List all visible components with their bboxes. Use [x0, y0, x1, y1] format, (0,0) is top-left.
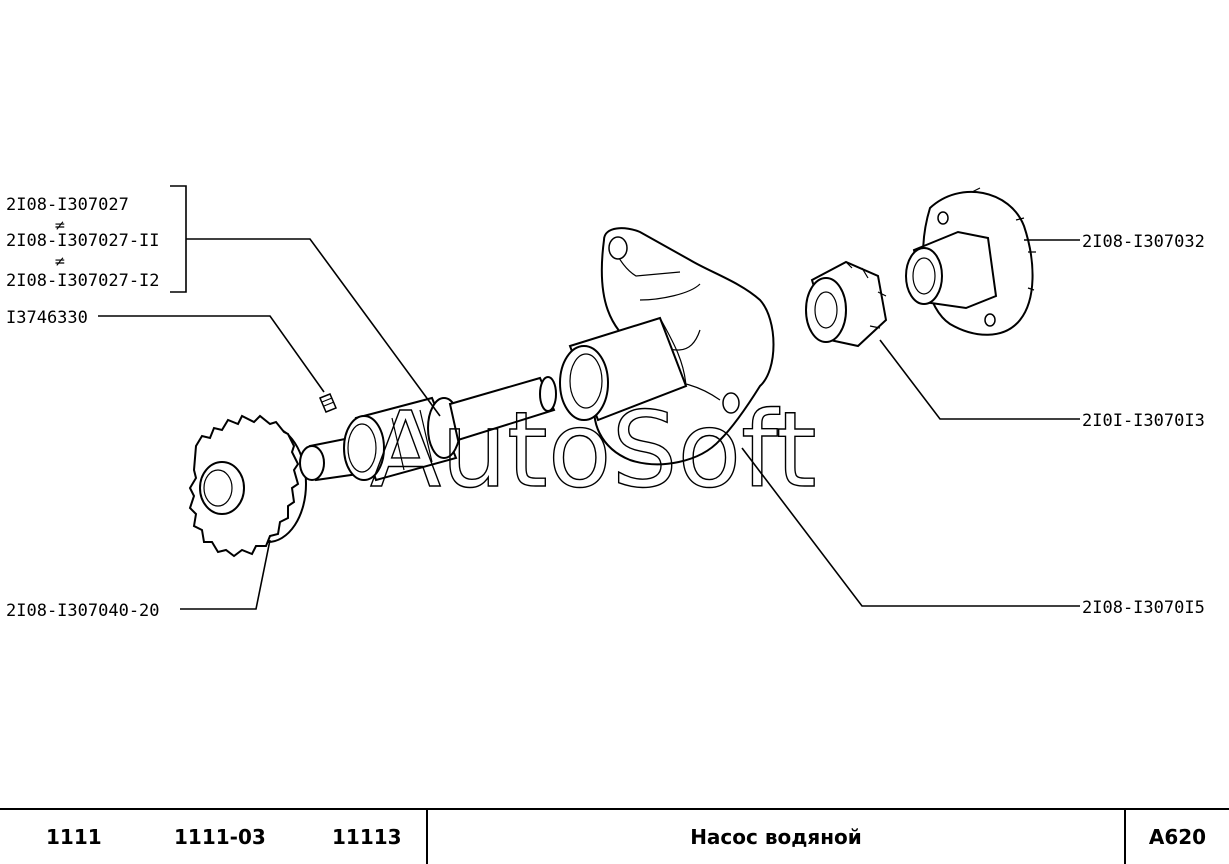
label-shaft-bearing-alt1: 2I08-I307027-II — [6, 231, 160, 251]
leader-lines — [98, 185, 1080, 610]
label-housing: 2I08-I3070I5 — [1082, 598, 1205, 618]
label-shaft-bearing: 2I08-I307027 — [6, 195, 129, 215]
shaft-bearing-part — [299, 376, 557, 482]
model-list: 1111 1111-03 11113 — [0, 810, 428, 864]
model-code: 1111-03 — [174, 825, 266, 849]
lock-screw-part — [319, 393, 337, 413]
neq-symbol: ≠ — [54, 218, 66, 234]
cover-part — [905, 187, 1036, 336]
leader-gear — [180, 539, 271, 610]
gear-part — [188, 414, 307, 558]
neq-symbol: ≠ — [54, 254, 66, 270]
label-cover: 2I08-I307032 — [1082, 232, 1205, 252]
model-code: 1111 — [46, 825, 102, 849]
title-block: 1111 1111-03 11113 Насос водяной А620 — [0, 808, 1229, 864]
bushing-part — [805, 260, 888, 348]
label-lock-screw: I3746330 — [6, 308, 88, 328]
diagram-code: А620 — [1148, 825, 1207, 849]
leader-housing — [741, 447, 1080, 607]
leader-lock-screw — [98, 315, 325, 393]
watermark-text: AutoSoft — [370, 389, 817, 511]
label-shaft-bearing-alt2: 2I08-I307027-I2 — [6, 271, 160, 291]
label-bushing: 2I0I-I3070I3 — [1082, 411, 1205, 431]
model-code: 11113 — [332, 825, 402, 849]
label-gear: 2I08-I307040-20 — [6, 601, 160, 621]
leader-bushing — [879, 339, 1080, 420]
diagram-title: Насос водяной — [428, 810, 1126, 864]
leader-shaft-bearing — [170, 185, 441, 417]
pump-housing-part — [559, 227, 775, 466]
parts-diagram: 2I08-I307027 ≠ 2I08-I307027-II ≠ 2I08-I3… — [6, 185, 1205, 621]
